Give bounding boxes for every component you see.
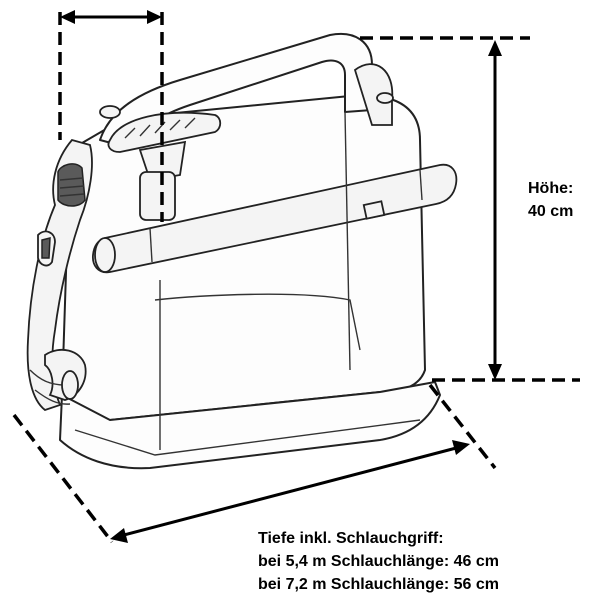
depth-left-extension-line	[12, 413, 114, 544]
hose-grip	[57, 163, 86, 207]
height-arrowhead-top	[488, 40, 502, 56]
height-label: Höhe: 40 cm	[528, 177, 573, 223]
depth-arrow-line	[119, 445, 461, 538]
depth-arrowhead-left	[110, 528, 128, 543]
depth-title: Tiefe inkl. Schlauchgriff:	[258, 530, 444, 547]
depth-line-2: bei 7,2 m Schlauchlänge: 56 cm	[258, 576, 499, 593]
height-dimension	[360, 36, 580, 382]
hose	[26, 138, 93, 412]
depth-dimension	[12, 383, 497, 544]
width-arrowhead-left	[60, 10, 75, 24]
nozzle-width-dimension	[58, 10, 164, 222]
vacuum-device-illustration	[26, 32, 458, 470]
depth-line-1: bei 5,4 m Schlauchlänge: 46 cm	[258, 553, 499, 570]
height-arrowhead-bottom	[488, 364, 502, 380]
height-value: 40 cm	[528, 203, 574, 220]
height-title: Höhe:	[528, 180, 574, 197]
device-base	[59, 381, 441, 470]
width-arrowhead-right	[147, 10, 162, 24]
depth-right-extension-line	[428, 383, 497, 470]
depth-label: Tiefe inkl. Schlauchgriff: bei 5,4 m Sch…	[258, 527, 499, 596]
brush-nozzle	[107, 111, 222, 153]
accessory-tube	[92, 163, 458, 274]
depth-arrowhead-right	[452, 440, 470, 455]
